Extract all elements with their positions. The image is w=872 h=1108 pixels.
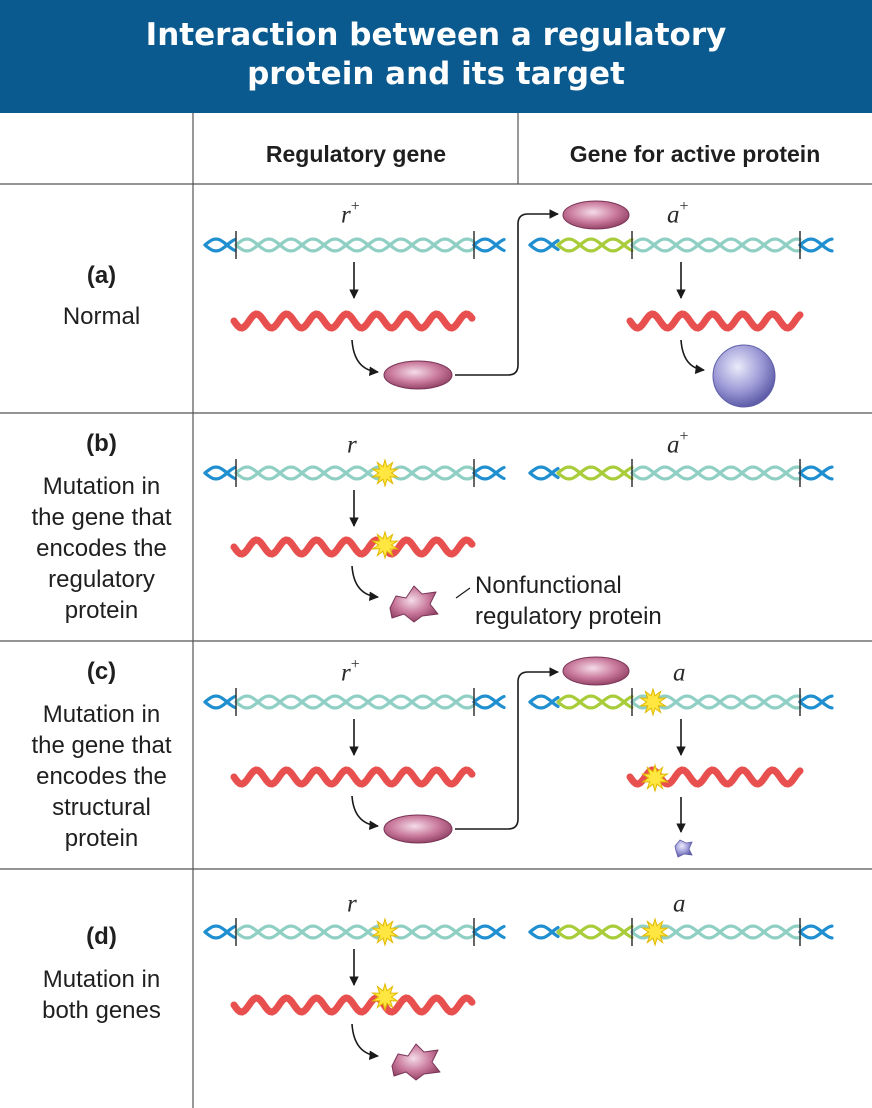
row-c-mutation-star (638, 687, 668, 717)
dna-strand (234, 237, 476, 253)
dna-end-left (203, 465, 237, 481)
row-b-line-4: regulatory (48, 566, 155, 593)
row-a-label: (a) Normal (14, 260, 189, 332)
dna-end-right (472, 237, 506, 253)
column-header-active-protein-gene: Gene for active protein (569, 141, 821, 167)
dna-end-right (472, 465, 506, 481)
dna-end-left (528, 694, 560, 710)
row-a-active-mrna (626, 310, 804, 332)
row-c-regulatory-protein (383, 814, 453, 844)
row-c-bound-regulatory-protein (562, 656, 630, 686)
nonfunctional-protein-callout: Nonfunctional regulatory protein (475, 570, 662, 632)
dna-end-left (203, 694, 237, 710)
dna-end-right (798, 924, 834, 940)
row-b-line-3: encodes the (36, 535, 167, 562)
row-c-line-4: structural (52, 794, 151, 821)
row-a-bound-regulatory-protein (562, 200, 630, 230)
row-a-regulatory-gene-label: r+ (341, 198, 360, 229)
row-d-line-1: Mutation in (42, 966, 161, 993)
dna-strand (630, 694, 802, 710)
table-grid (0, 113, 872, 1108)
row-c-regulatory-mrna (230, 766, 476, 788)
callout-leader-line (455, 587, 471, 599)
row-b-letter: (b) (86, 430, 117, 457)
dna-end-right (798, 694, 834, 710)
dna-strand (234, 924, 476, 940)
column-header-regulatory-gene: Regulatory gene (265, 141, 447, 167)
row-d-nonfunctional-protein (391, 1043, 441, 1081)
row-a-binding-arrow (455, 209, 559, 376)
row-a-active-translation-arrow (680, 339, 705, 374)
row-b-line-1: Mutation in (42, 473, 161, 500)
row-d-mrna-mutation-star (370, 982, 400, 1012)
row-b-active-gene-label: a+ (667, 428, 689, 459)
row-b-translation-arrow (351, 565, 379, 602)
dna-strand (630, 237, 802, 253)
row-b-line-2: the gene that (31, 504, 172, 531)
row-c-regulatory-gene-label: r+ (341, 656, 360, 687)
row-a-translation-arrow (351, 339, 379, 377)
dna-strand (234, 465, 476, 481)
dna-end-right (472, 924, 506, 940)
row-c-line-5: protein (64, 825, 139, 852)
row-b-mrna-mutation-star (370, 530, 400, 560)
row-a-regulatory-mrna (230, 310, 476, 332)
row-b-nonfunctional-protein (389, 585, 439, 623)
row-d-mutation-star (370, 917, 400, 947)
dna-end-right (798, 237, 834, 253)
row-d-regulatory-mrna (230, 994, 476, 1016)
row-d-letter: (d) (86, 923, 117, 950)
row-c-defective-protein (674, 839, 693, 858)
row-b-line-5: protein (64, 597, 139, 624)
row-c-translation-arrow (351, 795, 379, 831)
row-c-active-gene-label: a (673, 659, 686, 687)
row-c-line-1: Mutation in (42, 701, 161, 728)
title-line-2: protein and its target (247, 56, 625, 92)
row-d-line-2: both genes (42, 997, 161, 1024)
title-line-1: Interaction between a regulatory (145, 17, 727, 53)
row-a-active-protein (712, 344, 776, 408)
dna-strand (630, 465, 802, 481)
dna-strand (234, 694, 476, 710)
row-c-line-2: the gene that (31, 732, 172, 759)
row-a-active-gene-label: a+ (667, 198, 689, 229)
regulatory-binding-site (556, 694, 634, 710)
diagram-artwork (203, 200, 834, 1081)
dna-end-right (472, 694, 506, 710)
row-c-mrna-mutation-star (640, 763, 670, 793)
row-b-regulatory-gene-label: r (347, 431, 357, 459)
dna-end-left (203, 237, 237, 253)
row-d-translation-arrow (351, 1023, 379, 1061)
row-d-regulatory-gene-label: r (347, 890, 357, 918)
dna-end-left (203, 924, 237, 940)
row-a-line-1: Normal (62, 303, 141, 330)
callout-line-1: Nonfunctional (475, 572, 622, 599)
row-c-binding-arrow (455, 667, 559, 830)
dna-end-right (798, 465, 834, 481)
regulatory-binding-site (556, 924, 634, 940)
regulatory-binding-site (556, 465, 634, 481)
row-d-active-gene-label: a (673, 890, 686, 918)
row-a-letter: (a) (86, 262, 117, 289)
row-b-regulatory-mrna (230, 536, 476, 558)
row-c-line-3: encodes the (36, 763, 167, 790)
row-c-label: (c) Mutation in the gene that encodes th… (14, 656, 189, 854)
row-d-label: (d) Mutation in both genes (14, 921, 189, 1026)
dna-end-left (528, 465, 560, 481)
row-b-label: (b) Mutation in the gene that encodes th… (14, 428, 189, 626)
row-d-active-mutation-star (640, 917, 670, 947)
regulatory-binding-site (556, 237, 634, 253)
dna-end-left (528, 924, 560, 940)
callout-line-2: regulatory protein (475, 603, 662, 630)
dna-end-left (528, 237, 560, 253)
row-a-regulatory-protein (383, 360, 453, 390)
row-c-letter: (c) (86, 658, 117, 685)
row-b-mutation-star (370, 458, 400, 488)
title-banner: Interaction between a regulatory protein… (0, 0, 872, 113)
